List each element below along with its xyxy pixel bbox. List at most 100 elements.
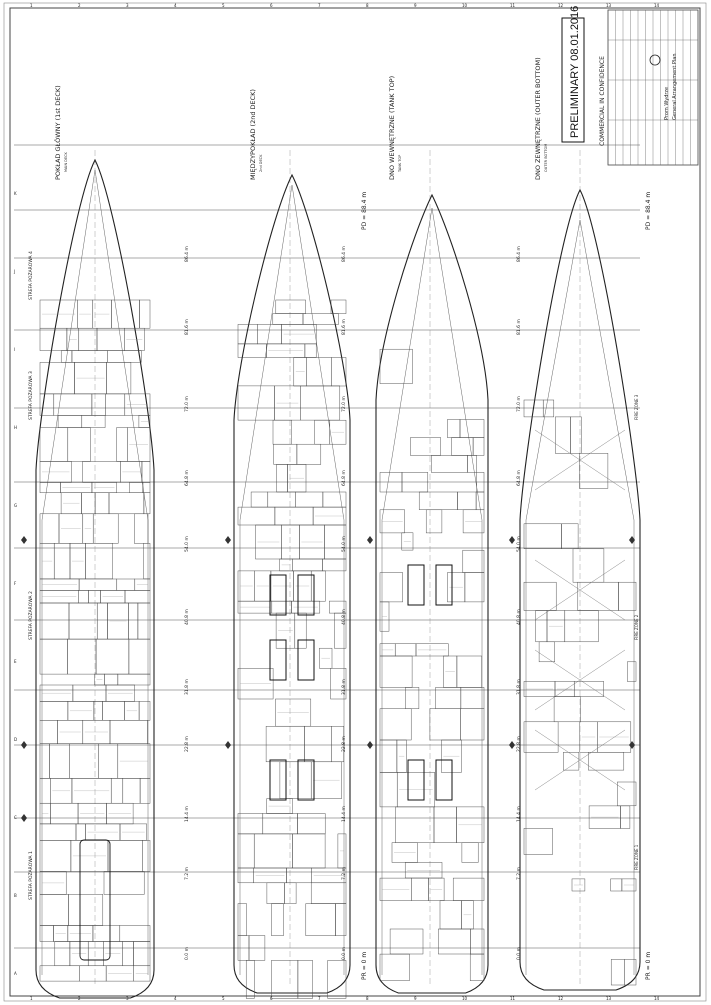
column-number: 4 <box>174 3 177 8</box>
pr-mark: PR = 0 m <box>361 952 368 980</box>
fire-zone-marker <box>367 536 373 544</box>
pd-mark: PD = 88.4 m <box>361 192 368 230</box>
frame-label: 72.0 m <box>341 396 347 412</box>
title-block <box>607 9 699 166</box>
frame-label: 0.0 m <box>341 947 347 960</box>
bottom-bracing <box>534 729 626 791</box>
compartment <box>103 871 145 895</box>
fire-zone-marker <box>225 536 231 544</box>
compartment <box>294 612 307 649</box>
engine-block <box>297 574 315 616</box>
compartment <box>538 641 555 663</box>
fire-zone-3-label: STREFA POŻAROWA 3 <box>27 371 34 420</box>
compartment <box>618 581 637 611</box>
frame-grid <box>14 144 640 985</box>
frame-label: 81.6 m <box>341 319 347 335</box>
frame-label: 22.8 m <box>341 736 347 752</box>
frame-label: 14.4 m <box>516 806 522 822</box>
compartment <box>379 601 390 632</box>
frame-label: 31.8 m <box>184 679 190 695</box>
compartment <box>297 960 313 999</box>
frame-label: 64.8 m <box>184 470 190 486</box>
column-number: 13 <box>606 3 612 8</box>
fire-zone-2-sub: FIRE ZONE 2 <box>634 614 639 640</box>
frame-label: 86.4 m <box>516 246 522 262</box>
compartment <box>379 348 413 384</box>
row-letter: B <box>14 893 17 898</box>
compartment <box>310 761 342 799</box>
frame-label: 64.8 m <box>516 470 522 486</box>
deck-subtitle-1: MAIN DECK <box>64 151 68 172</box>
engine-block <box>435 759 453 801</box>
frame-label: 22.8 m <box>184 736 190 752</box>
compartment <box>133 965 151 982</box>
compartment <box>322 558 347 572</box>
compartment <box>329 419 347 445</box>
engine-block <box>269 574 287 616</box>
compartment <box>571 878 586 892</box>
compartment <box>142 840 151 872</box>
column-number: 14 <box>654 3 660 8</box>
frame-label: 81.6 m <box>516 319 522 335</box>
column-number: 8 <box>366 3 369 8</box>
deck-subtitle-2: 2nd DECK <box>259 154 263 172</box>
compartment <box>327 960 347 999</box>
frame-label: 40.8 m <box>184 609 190 625</box>
vehicle-ramp <box>79 839 111 961</box>
frame-label: 14.4 m <box>341 806 347 822</box>
compartment <box>401 532 414 551</box>
inner-shell <box>525 219 635 975</box>
row-letter: F <box>14 581 17 586</box>
frame-label: 7.2 m <box>516 867 522 880</box>
bottom-bracing <box>534 649 626 711</box>
column-number: 6 <box>270 996 273 1001</box>
compartment <box>460 708 485 741</box>
compartment <box>425 509 443 534</box>
compartment <box>67 427 91 462</box>
compartment <box>462 509 485 534</box>
compartment <box>621 878 637 892</box>
compartment <box>379 655 413 688</box>
fire-zone-marker <box>367 741 373 749</box>
deck-subtitle-3: TANK TOP <box>398 155 402 173</box>
compartment <box>134 513 149 544</box>
engine-block <box>407 759 425 801</box>
frame-label: 0.0 m <box>516 947 522 960</box>
compartment <box>410 437 441 456</box>
logo-seal <box>649 54 661 66</box>
frame-label: 72.0 m <box>516 396 522 412</box>
compartment <box>81 415 106 428</box>
engine-block <box>269 759 287 801</box>
compartment <box>330 668 347 700</box>
frame-label: 64.8 m <box>341 470 347 486</box>
row-letter: I <box>14 347 15 352</box>
frame-label: 40.8 m <box>341 609 347 625</box>
compartment <box>441 739 462 773</box>
compartment <box>469 953 485 981</box>
row-letter: H <box>14 425 17 430</box>
compartment <box>401 472 429 493</box>
preliminary-stamp: PRELIMINARY 08.01.2016 <box>561 6 585 143</box>
fire-zone-marker <box>509 741 515 749</box>
compartment <box>302 313 339 325</box>
compartment <box>588 752 625 771</box>
bottom-bracing <box>534 559 626 621</box>
column-number: 1 <box>30 3 33 8</box>
compartment <box>467 455 477 473</box>
column-number: 12 <box>558 996 564 1001</box>
deck-subtitle-4: OUTER BOTTOM <box>544 144 548 172</box>
deck-title-4: DNO ZEWNĘTRZNE (OUTER BOTTOM) <box>534 57 542 180</box>
column-number: 1 <box>30 996 33 1001</box>
hull-tank-top <box>375 193 489 994</box>
compartment <box>570 416 582 454</box>
compartment <box>624 959 637 986</box>
compartment <box>579 453 609 489</box>
column-number: 14 <box>654 996 660 1001</box>
frame-label: 54.0 m <box>516 536 522 552</box>
column-number: 10 <box>462 3 468 8</box>
column-number: 10 <box>462 996 468 1001</box>
row-letter: D <box>14 737 17 742</box>
confidence-note: COMMERCIAL IN CONFIDENCE <box>599 56 606 146</box>
compartment <box>334 612 347 649</box>
fire-zone-1-label: STREFA POŻAROWA 1 <box>27 851 34 900</box>
